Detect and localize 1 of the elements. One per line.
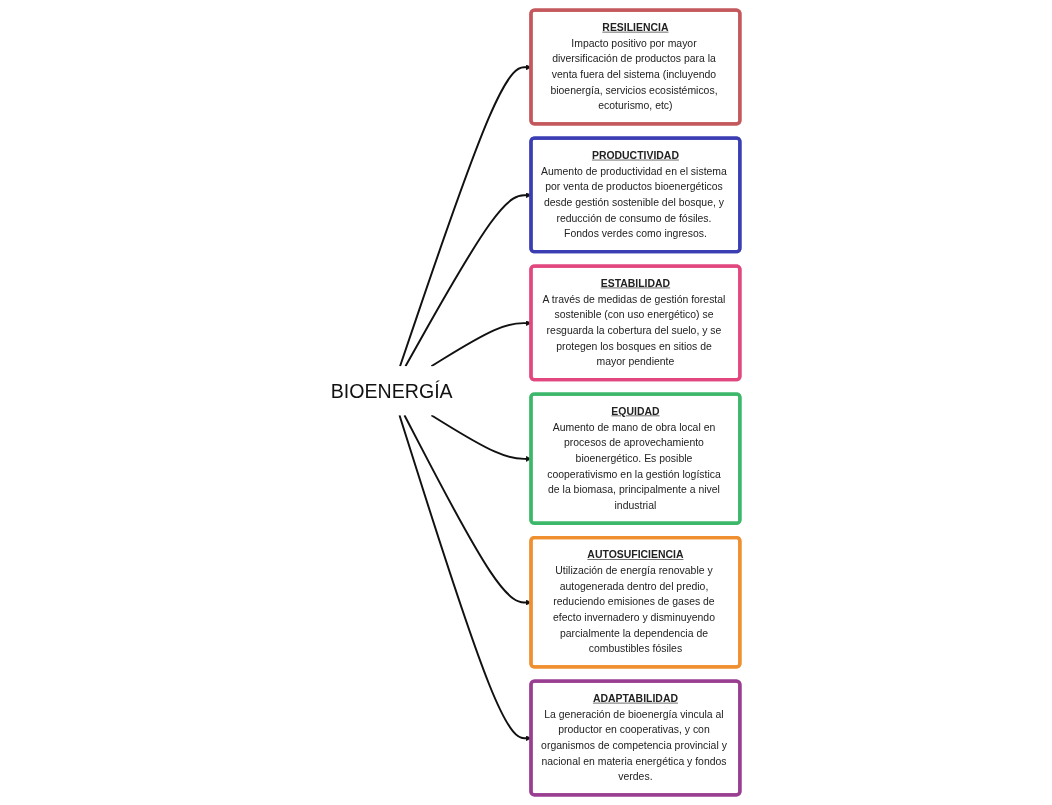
- node-text: BIOENERGÍA: [331, 379, 454, 402]
